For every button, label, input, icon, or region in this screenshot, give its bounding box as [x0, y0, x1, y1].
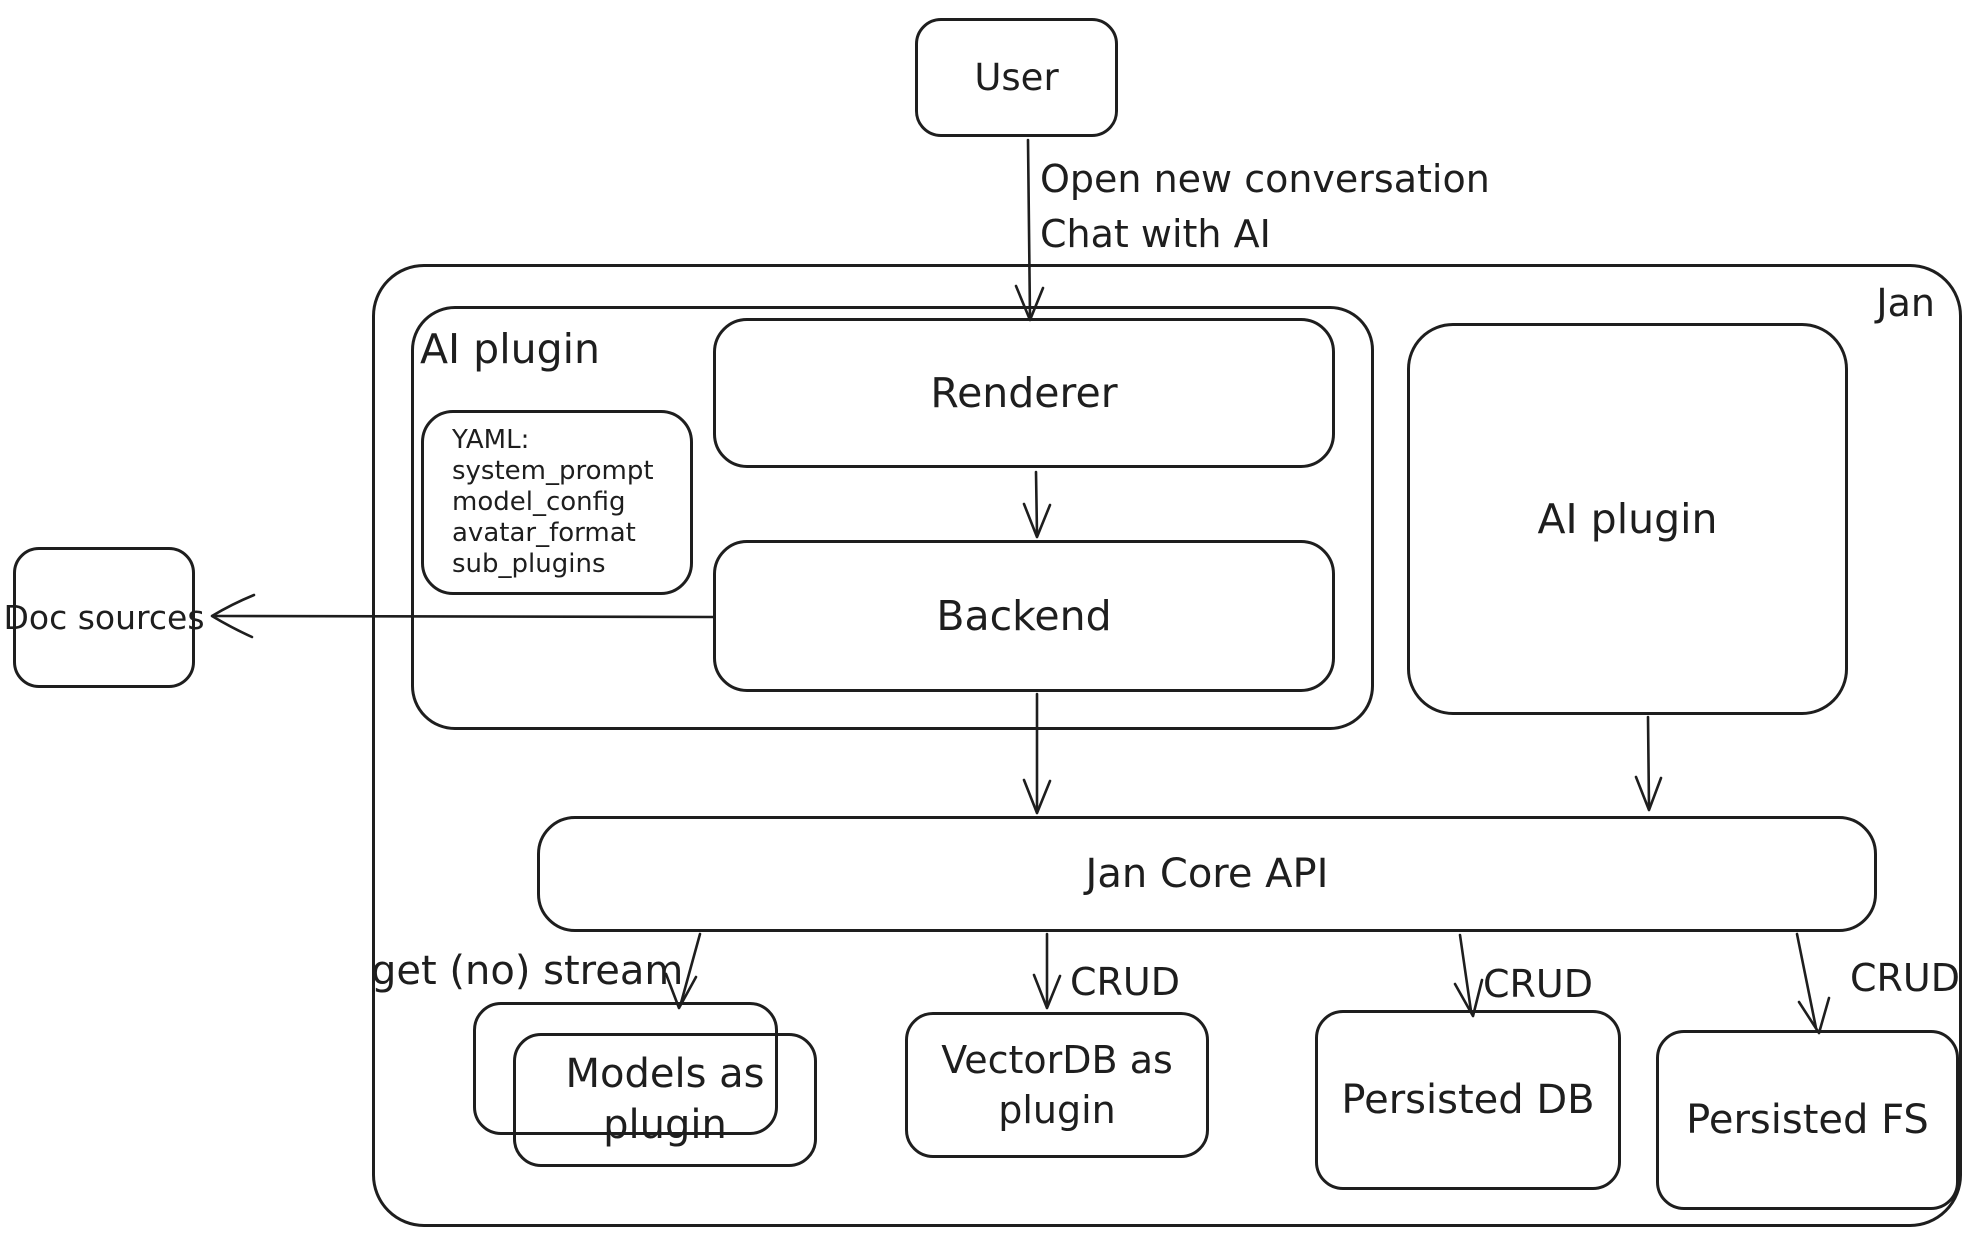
yaml-note-line: YAML:: [452, 425, 530, 455]
node-models: Models as plugin: [513, 1033, 817, 1167]
node-persisted-db-label: Persisted DB: [1341, 1077, 1595, 1123]
node-renderer-label: Renderer: [930, 369, 1118, 417]
edge-label-crud-vectordb: CRUD: [1070, 960, 1181, 1004]
edge-label-open-new-conversation: Open new conversation Chat with AI: [1040, 152, 1490, 262]
node-ai-plugin-right-label: AI plugin: [1537, 495, 1718, 543]
yaml-note-text: YAML: system_prompt model_config avatar_…: [452, 425, 654, 580]
node-models-back: [473, 1002, 778, 1135]
node-vectordb: VectorDB as plugin: [905, 1012, 1209, 1158]
node-doc-sources: Doc sources: [4, 547, 205, 688]
yaml-note-line: system_prompt: [452, 456, 654, 486]
node-doc-sources-label: Doc sources: [3, 598, 205, 637]
node-jan-core-api-label: Jan Core API: [1085, 851, 1329, 897]
node-persisted-db: Persisted DB: [1315, 1010, 1621, 1190]
node-user: User: [915, 18, 1118, 137]
yaml-note: YAML: system_prompt model_config avatar_…: [421, 410, 693, 595]
edge-label-crud-persisted-fs: CRUD: [1850, 956, 1961, 1000]
node-user-label: User: [974, 56, 1059, 99]
node-models-label: Models as plugin: [565, 1051, 765, 1148]
node-persisted-fs-label: Persisted FS: [1686, 1097, 1929, 1143]
node-vectordb-label: VectorDB as plugin: [941, 1038, 1173, 1132]
yaml-note-line: avatar_format: [452, 518, 636, 548]
node-persisted-fs: Persisted FS: [1656, 1030, 1959, 1210]
node-backend-label: Backend: [936, 592, 1112, 640]
ai-plugin-container-label: AI plugin: [420, 325, 600, 373]
yaml-note-line: sub_plugins: [452, 549, 606, 579]
jan-container-label: Jan: [1876, 281, 1935, 325]
edge-label-crud-persisted-db: CRUD: [1483, 962, 1594, 1006]
yaml-note-line: model_config: [452, 487, 626, 517]
edge-label-line1: Open new conversation: [1040, 157, 1490, 201]
edge-label-line2: Chat with AI: [1040, 212, 1271, 256]
node-renderer: Renderer: [713, 318, 1335, 468]
node-backend: Backend: [713, 540, 1335, 692]
edge-label-get-no-stream: get (no) stream: [371, 948, 684, 994]
jan-container: Jan: [372, 264, 1962, 1227]
ai-plugin-container: AI plugin: [411, 306, 1374, 730]
node-ai-plugin-right: AI plugin: [1407, 323, 1848, 715]
node-jan-core-api: Jan Core API: [537, 816, 1877, 932]
